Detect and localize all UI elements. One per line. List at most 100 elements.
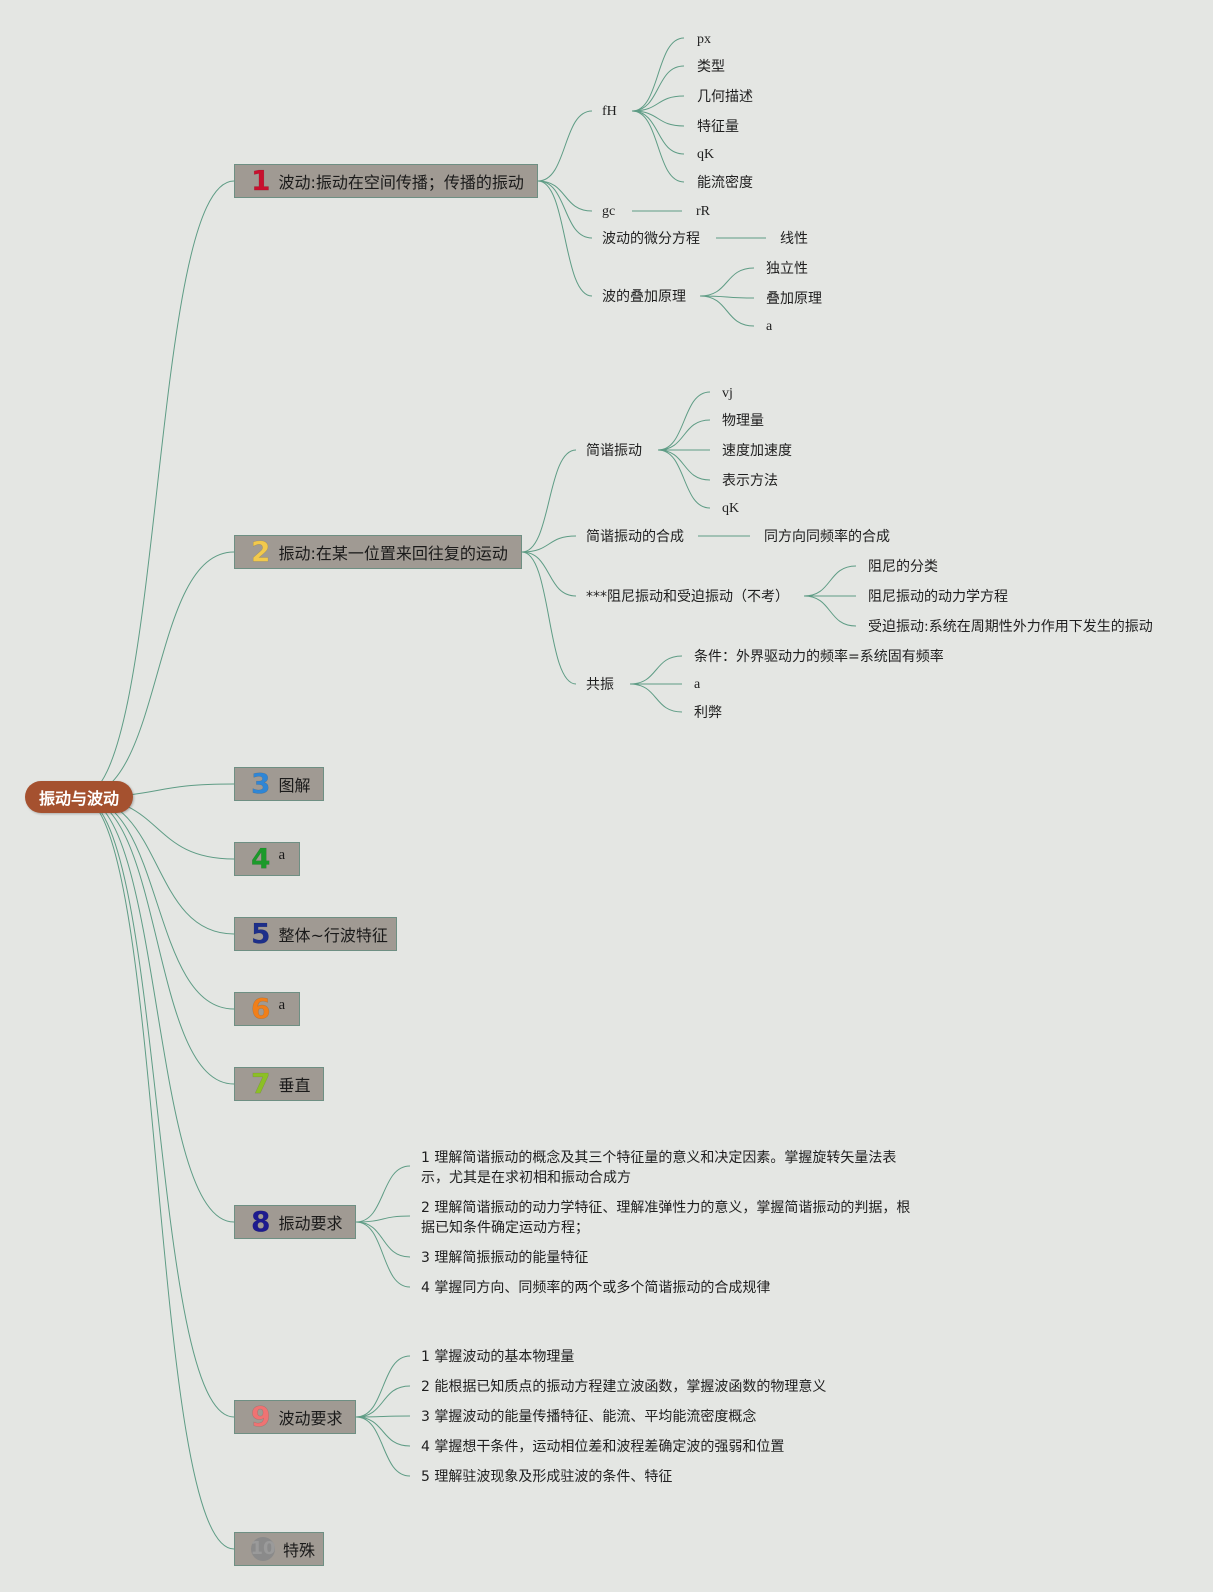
root-link-2 — [79, 551, 235, 798]
requirement-9-1[interactable]: 1 掌握波动的基本物理量 — [421, 1349, 575, 1365]
leaf-1-1-5[interactable]: qK — [697, 147, 715, 162]
leaf-2-3-1[interactable]: 阻尼的分类 — [868, 559, 938, 575]
b9-item-4 — [355, 1416, 411, 1447]
branch-label: a — [278, 996, 286, 1013]
leaf-2-3-3[interactable]: 受迫振动:系统在周期性外力作用下发生的振动 — [868, 619, 1153, 635]
node-1-2[interactable]: gc — [602, 204, 616, 219]
b1-4-leaf-3 — [699, 295, 755, 327]
branch-label: 振动要求 — [278, 1214, 343, 1233]
branch-8[interactable]: 8 振动要求 — [234, 1205, 356, 1239]
root-link-8 — [79, 796, 235, 1223]
branch-number: 5 — [251, 917, 271, 950]
b2-1-leaf-1 — [657, 391, 711, 451]
branch-number: 1 — [251, 164, 271, 197]
node-1-1[interactable]: fH — [602, 104, 617, 119]
root-topic[interactable]: 振动与波动 — [25, 781, 133, 813]
b2-3-leaf-1 — [803, 565, 857, 597]
root-link-9 — [79, 796, 235, 1418]
b1-link-3 — [537, 180, 593, 239]
leaf-2-1-5[interactable]: qK — [722, 501, 740, 516]
b1-link-4 — [537, 180, 593, 297]
requirement-9-4[interactable]: 4 掌握想干条件，运动相位差和波程差确定波的强弱和位置 — [421, 1439, 785, 1455]
b2-1-leaf-5 — [657, 449, 711, 509]
b1-1-leaf-1 — [631, 37, 685, 112]
b8-item-2 — [355, 1215, 411, 1223]
branch-label: 波动要求 — [278, 1409, 343, 1428]
node-2-2[interactable]: 简谐振动的合成 — [586, 529, 684, 545]
b9-item-1 — [355, 1355, 411, 1418]
root-link-5 — [79, 796, 235, 935]
requirement-8-3[interactable]: 3 理解简振振动的能量特征 — [421, 1250, 589, 1266]
leaf-1-2-1[interactable]: rR — [696, 204, 710, 219]
leaf-2-4-2[interactable]: a — [694, 677, 701, 692]
root-link-6 — [79, 796, 235, 1010]
root-link-7 — [79, 796, 235, 1085]
leaf-1-1-1[interactable]: px — [697, 32, 711, 47]
branch-number: 6 — [251, 992, 271, 1025]
b1-link-1 — [537, 110, 593, 182]
b2-1-leaf-4 — [657, 449, 711, 481]
leaf-1-4-3[interactable]: a — [766, 319, 773, 334]
leaf-2-1-1[interactable]: vj — [722, 386, 733, 401]
branch-number: 7 — [251, 1067, 271, 1100]
branch-4[interactable]: 4 a — [234, 842, 300, 876]
branch-3[interactable]: 3 图解 — [234, 767, 324, 801]
leaf-1-4-2[interactable]: 叠加原理 — [766, 291, 822, 307]
branch-9[interactable]: 9 波动要求 — [234, 1400, 356, 1434]
b9-item-5 — [355, 1416, 411, 1477]
b1-link-2 — [537, 180, 593, 212]
root-link-10 — [79, 796, 235, 1550]
leaf-2-1-3[interactable]: 速度加速度 — [722, 443, 792, 459]
node-2-4[interactable]: 共振 — [586, 677, 614, 693]
requirement-9-2[interactable]: 2 能根据已知质点的振动方程建立波函数，掌握波函数的物理意义 — [421, 1379, 827, 1395]
requirement-8-4[interactable]: 4 掌握同方向、同频率的两个或多个简谐振动的合成规律 — [421, 1280, 771, 1296]
requirement-8-1[interactable]: 1 理解简谐振动的概念及其三个特征量的意义和决定因素。掌握旋转矢量法表示，尤其是… — [421, 1150, 897, 1186]
branch-number: 10 — [250, 1537, 276, 1561]
node-1-4[interactable]: 波的叠加原理 — [602, 289, 686, 305]
b2-4-leaf-3 — [629, 683, 683, 713]
b2-3-leaf-3 — [803, 595, 857, 627]
b1-1-leaf-4 — [631, 110, 685, 127]
leaf-1-1-3[interactable]: 几何描述 — [697, 89, 753, 105]
requirement-9-3[interactable]: 3 掌握波动的能量传播特征、能流、平均能流密度概念 — [421, 1409, 757, 1425]
leaf-2-1-2[interactable]: 物理量 — [722, 413, 764, 429]
root-link-1 — [79, 180, 235, 798]
node-1-3[interactable]: 波动的微分方程 — [602, 231, 700, 247]
leaf-2-4-3[interactable]: 利弊 — [694, 705, 722, 721]
branch-number: 2 — [251, 535, 271, 568]
b1-1-leaf-6 — [631, 110, 685, 183]
leaf-2-4-1[interactable]: 条件：外界驱动力的频率=系统固有频率 — [694, 649, 944, 665]
leaf-2-1-4[interactable]: 表示方法 — [722, 473, 778, 489]
b1-1-leaf-5 — [631, 110, 685, 155]
leaf-1-3-1[interactable]: 线性 — [780, 231, 808, 247]
branch-10[interactable]: 10 特殊 — [234, 1532, 324, 1566]
branch-5[interactable]: 5 整体~行波特征 — [234, 917, 397, 951]
b8-item-1 — [355, 1165, 411, 1223]
branch-6[interactable]: 6 a — [234, 992, 300, 1026]
branch-1[interactable]: 1 波动:振动在空间传播；传播的振动 — [234, 164, 538, 198]
requirement-8-2[interactable]: 2 理解简谐振动的动力学特征、理解准弹性力的意义，掌握简谐振动的判据，根据已知条… — [421, 1200, 911, 1236]
branch-label: 整体~行波特征 — [278, 926, 388, 945]
b2-link-3 — [521, 551, 577, 597]
leaf-1-1-4[interactable]: 特征量 — [697, 119, 739, 135]
b2-link-4 — [521, 551, 577, 685]
branch-label: 振动:在某一位置来回往复的运动 — [278, 544, 508, 563]
node-2-1[interactable]: 简谐振动 — [586, 443, 642, 459]
leaf-2-3-2[interactable]: 阻尼振动的动力学方程 — [868, 589, 1008, 605]
b1-4-leaf-2 — [699, 295, 755, 299]
branch-label: 垂直 — [278, 1076, 311, 1095]
leaf-1-1-2[interactable]: 类型 — [697, 59, 725, 75]
b9-item-3 — [355, 1415, 411, 1418]
branch-number: 9 — [251, 1400, 271, 1433]
leaf-2-2-1[interactable]: 同方向同频率的合成 — [764, 529, 890, 545]
leaf-1-4-1[interactable]: 独立性 — [766, 261, 808, 277]
requirement-9-5[interactable]: 5 理解驻波现象及形成驻波的条件、特征 — [421, 1469, 673, 1485]
branch-7[interactable]: 7 垂直 — [234, 1067, 324, 1101]
branch-2[interactable]: 2 振动:在某一位置来回往复的运动 — [234, 535, 522, 569]
b2-4-leaf-1 — [629, 655, 683, 685]
leaf-1-1-6[interactable]: 能流密度 — [697, 175, 753, 191]
b1-1-leaf-2 — [631, 65, 685, 112]
node-2-3[interactable]: ***阻尼振动和受迫振动（不考） — [586, 589, 789, 605]
b8-item-4 — [355, 1221, 411, 1288]
b1-4-leaf-1 — [699, 267, 755, 297]
